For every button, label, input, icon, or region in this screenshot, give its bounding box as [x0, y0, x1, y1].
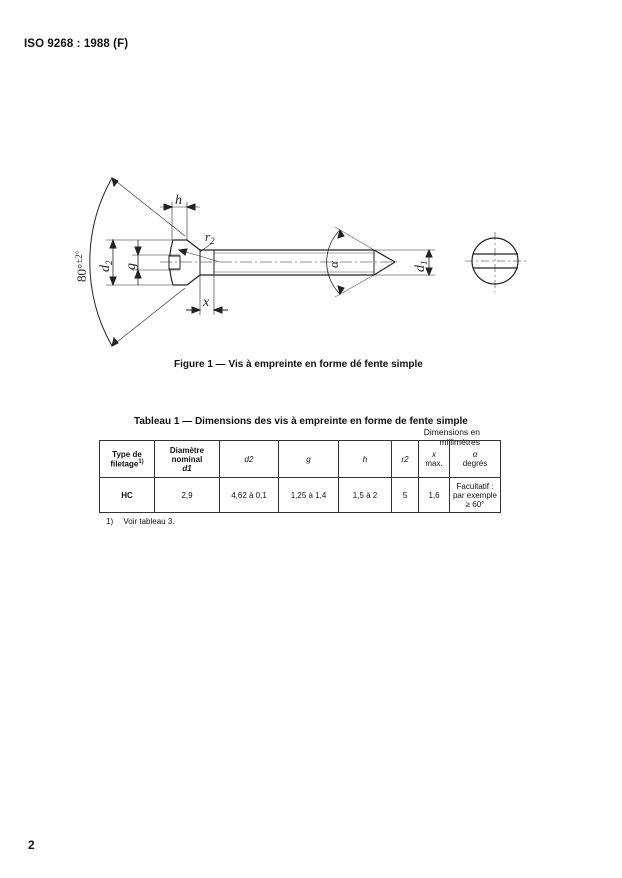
cell-x-max: 1,6: [418, 477, 450, 513]
footnote-text: Voir tableau 3.: [123, 517, 175, 526]
label-h: h: [175, 193, 182, 208]
table-footnote: 1) Voir tableau 3.: [106, 517, 175, 526]
col-header-r2: r2: [391, 440, 419, 478]
col-header-x: x max.: [418, 440, 450, 478]
label-alpha: α: [326, 260, 341, 268]
label-d2: d2: [98, 260, 114, 272]
table-title: Tableau 1 — Dimensions des vis à emprein…: [134, 416, 468, 427]
cell-d1: 2,9: [154, 477, 220, 513]
col-header-alpha: α degrés: [449, 440, 501, 478]
cell-d2: 4,62 à 0,1: [219, 477, 279, 513]
label-x: x: [202, 295, 210, 310]
screw-technical-drawing: h r2 x d2 g α d1 80°±2°: [74, 177, 527, 347]
col-header-type: Type de filetage1): [99, 440, 155, 478]
figure-caption: Figure 1 — Vis à empreinte en forme dé f…: [174, 359, 423, 370]
dimensions-table: Type de filetage1) Diamètre nominal d1 d…: [99, 440, 501, 513]
cell-alpha: Facultatif : par exemple ≥ 60°: [449, 477, 501, 513]
label-angle: 80°±2°: [74, 250, 89, 282]
label-g: g: [124, 263, 139, 270]
cell-type: HC: [99, 477, 155, 513]
col-header-g: g: [278, 440, 339, 478]
cell-h: 1,5 à 2: [338, 477, 392, 513]
footnote-mark: 1): [106, 517, 114, 526]
table-header-row: Type de filetage1) Diamètre nominal d1 d…: [99, 440, 501, 478]
document-header: ISO 9268 : 1988 (F): [24, 38, 129, 50]
angle-arc: [89, 177, 113, 347]
label-r2: r2: [205, 229, 215, 246]
col-header-h: h: [338, 440, 392, 478]
label-d1: d1: [413, 261, 429, 273]
cell-g: 1,25 à 1,4: [278, 477, 339, 513]
cell-r2: 5: [391, 477, 419, 513]
page-number: 2: [28, 838, 35, 852]
col-header-d1: Diamètre nominal d1: [154, 440, 220, 478]
col-header-d2: d2: [219, 440, 279, 478]
table-row: HC 2,9 4,62 à 0,1 1,25 à 1,4 1,5 à 2 5 1…: [99, 477, 501, 513]
